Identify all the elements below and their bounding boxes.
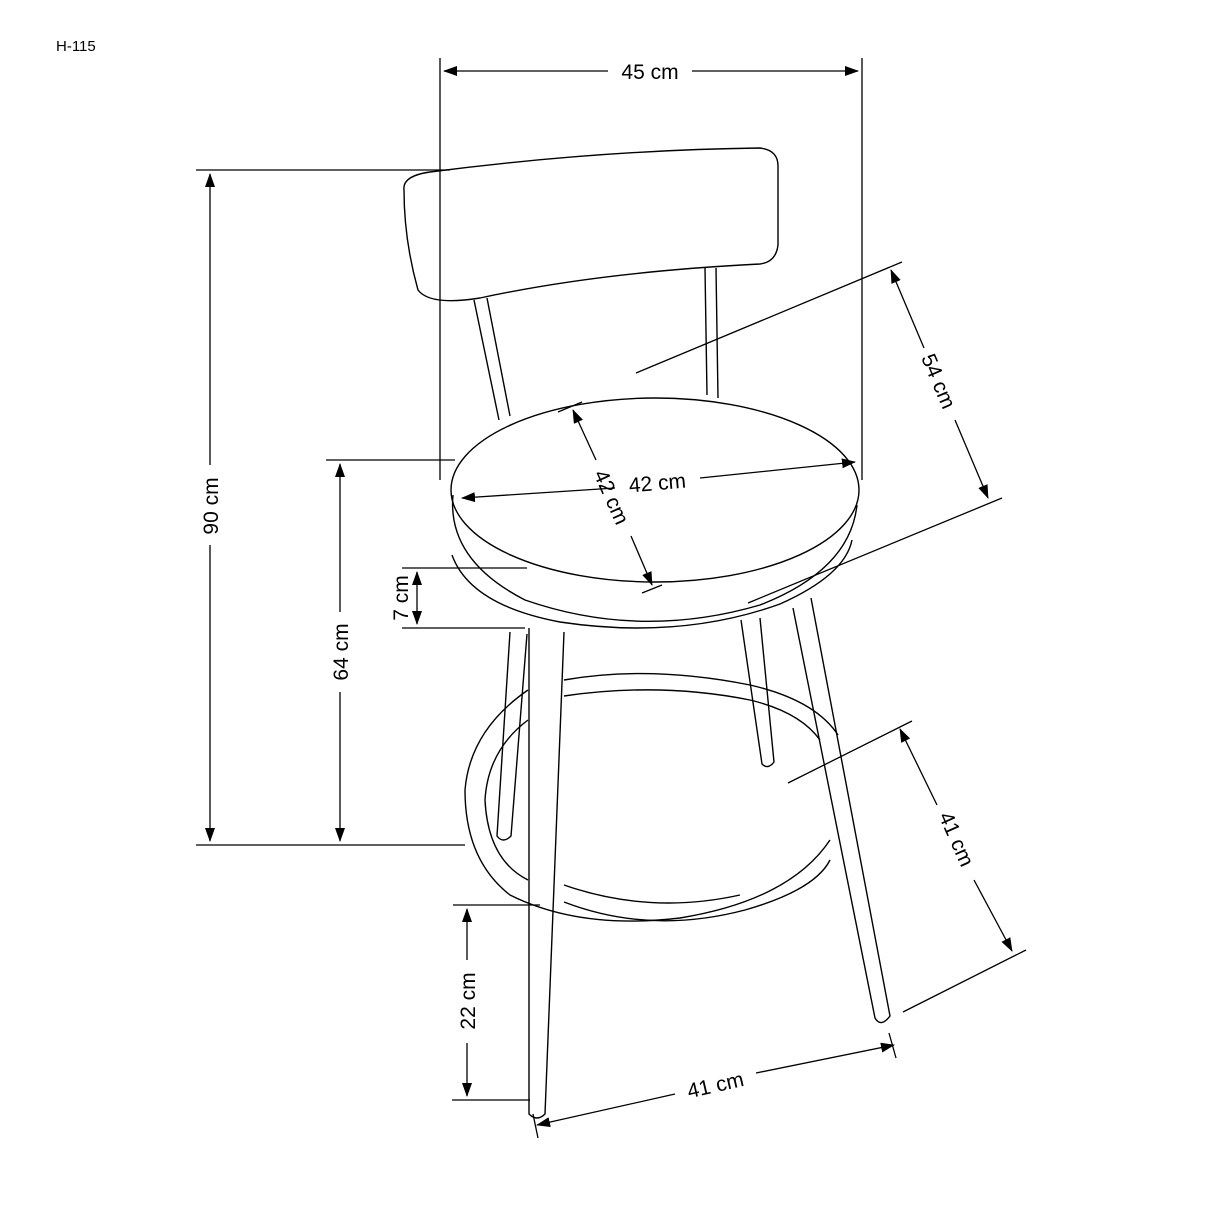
- dim-depth-54: 54 cm: [635, 261, 1003, 604]
- label-45cm: 45 cm: [621, 61, 678, 84]
- product-code: H-115: [56, 38, 96, 55]
- dim-leg-depth-41: 41 cm: [787, 720, 1027, 1013]
- label-90cm: 90 cm: [200, 477, 223, 534]
- label-7cm: 7 cm: [390, 575, 413, 621]
- dim-leg-width-41: 41 cm: [532, 1032, 897, 1139]
- label-64cm: 64 cm: [330, 623, 353, 680]
- dim-height-90: 90 cm: [196, 169, 465, 846]
- seat: [450, 397, 860, 629]
- label-54cm: 54 cm: [916, 351, 960, 413]
- label-41cm-width: 41 cm: [685, 1068, 746, 1103]
- dim-seat-width-42: 42 cm: [461, 458, 856, 503]
- dim-footrest-22: 22 cm: [452, 904, 540, 1101]
- dim-seat-height-64: 64 cm: [326, 459, 455, 842]
- label-41cm-depth: 41 cm: [934, 809, 978, 871]
- dim-seat-thickness-7: 7 cm: [390, 567, 527, 629]
- backrest: [403, 147, 779, 421]
- dim-seat-depth-42: 42 cm: [557, 401, 663, 594]
- label-22cm: 22 cm: [457, 972, 480, 1029]
- label-42cm-depth: 42 cm: [589, 467, 633, 529]
- label-42cm-width: 42 cm: [628, 470, 687, 498]
- dim-width-45: 45 cm: [439, 58, 863, 480]
- footrest-ring: [464, 672, 839, 922]
